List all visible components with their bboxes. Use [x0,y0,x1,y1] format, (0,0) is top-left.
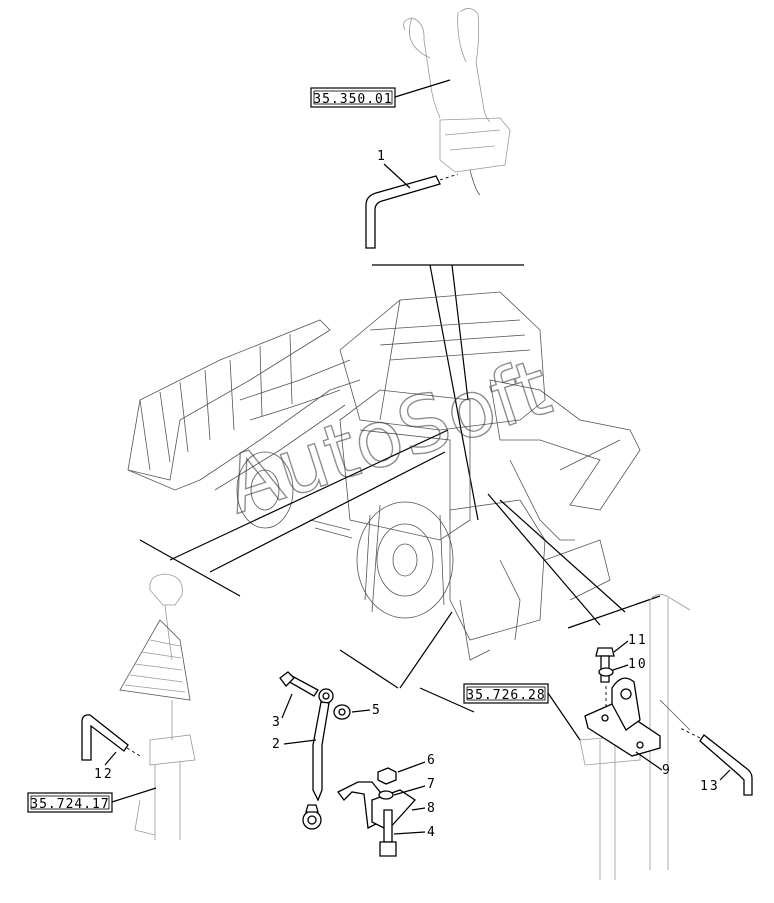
svg-text:9: 9 [662,763,672,778]
callout-5[interactable]: 5 [372,703,382,718]
ground-cable-assembly [279,671,416,857]
shift-lever-assembly [119,573,196,840]
ref-box-35-726-28[interactable]: 35.726.28 [463,683,549,704]
ref-box-35-724-17[interactable]: 35.724.17 [27,792,113,813]
svg-text:3: 3 [272,715,282,730]
backhoe-loader [127,264,641,661]
svg-text:10: 10 [628,657,648,672]
svg-text:6: 6 [427,753,437,768]
svg-text:8: 8 [427,801,437,816]
svg-text:11: 11 [628,633,648,648]
svg-text:7: 7 [427,777,437,792]
svg-text:35.726.28: 35.726.28 [466,688,545,703]
part-1-bracket [365,173,459,249]
ref-box-35-350-01[interactable]: 35.350.01 [310,87,396,108]
callout-13[interactable]: 13 [700,779,720,794]
svg-text:13: 13 [700,779,720,794]
callout-1[interactable]: 1 [377,149,387,164]
harness-top [469,169,481,196]
svg-text:12: 12 [94,767,114,782]
svg-text:2: 2 [272,737,282,752]
svg-text:5: 5 [372,703,382,718]
callout-6[interactable]: 6 [427,753,437,768]
callout-10[interactable]: 10 [628,657,648,672]
callout-9[interactable]: 9 [662,763,672,778]
callout-4[interactable]: 4 [427,825,437,840]
svg-text:35.724.17: 35.724.17 [30,797,109,812]
svg-text:1: 1 [377,149,387,164]
callout-11[interactable]: 11 [628,633,648,648]
callout-8[interactable]: 8 [427,801,437,816]
joystick-assembly [403,8,511,173]
svg-text:35.350.01: 35.350.01 [313,92,392,107]
callout-2[interactable]: 2 [272,737,282,752]
bracket-mount-assembly [579,594,691,880]
callout-3[interactable]: 3 [272,715,282,730]
part-13-bracket [679,727,753,796]
svg-text:4: 4 [427,825,437,840]
part-12-bracket [81,714,141,761]
callout-7[interactable]: 7 [427,777,437,792]
callout-12[interactable]: 12 [94,767,114,782]
